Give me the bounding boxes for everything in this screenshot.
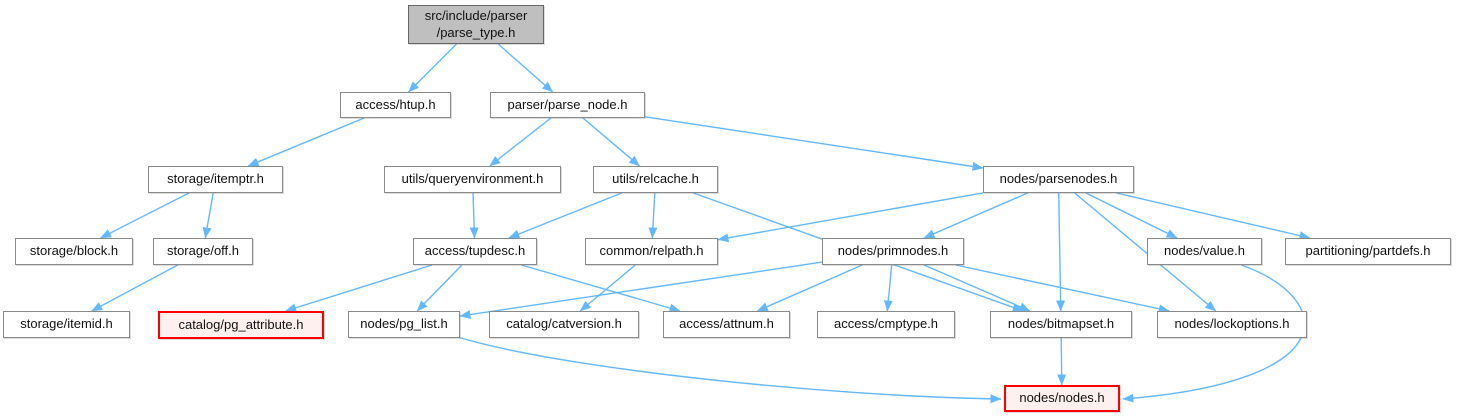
include-edge	[883, 264, 893, 312]
graph-node-primnodes[interactable]: nodes/primnodes.h	[822, 238, 964, 265]
include-edge	[247, 117, 365, 167]
include-edge	[202, 192, 214, 239]
include-edge	[648, 192, 658, 239]
include-edge	[582, 117, 641, 167]
include-edge	[489, 117, 552, 167]
graph-node-cmptype[interactable]: access/cmptype.h	[817, 311, 955, 338]
graph-node-relcache[interactable]: utils/relcache.h	[593, 166, 718, 193]
include-edge	[717, 192, 984, 243]
include-edge	[100, 192, 190, 239]
include-edge	[1056, 192, 1066, 312]
graph-node-parsenodes[interactable]: nodes/parsenodes.h	[983, 166, 1134, 193]
include-edge	[1122, 264, 1306, 403]
include-edge	[955, 264, 1170, 314]
graph-node-value[interactable]: nodes/value.h	[1147, 238, 1262, 265]
graph-node-pg_attribute[interactable]: catalog/pg_attribute.h	[158, 311, 324, 339]
graph-node-nodes[interactable]: nodes/nodes.h	[1004, 385, 1120, 412]
graph-node-htup[interactable]: access/htup.h	[340, 92, 451, 118]
include-edge	[508, 192, 622, 239]
include-edge	[1057, 337, 1067, 386]
include-edge	[416, 264, 463, 312]
graph-node-catversion[interactable]: catalog/catversion.h	[489, 311, 639, 338]
include-edge	[923, 264, 1031, 312]
graph-node-off[interactable]: storage/off.h	[153, 238, 253, 265]
include-edge	[756, 264, 863, 312]
graph-node-queryenv[interactable]: utils/queryenvironment.h	[384, 166, 561, 193]
graph-node-lockoptions[interactable]: nodes/lockoptions.h	[1157, 311, 1307, 338]
include-edge	[521, 264, 681, 313]
graph-node-tupdesc[interactable]: access/tupdesc.h	[413, 238, 537, 265]
graph-node-relpath[interactable]: common/relpath.h	[585, 238, 718, 265]
include-edge	[457, 336, 1002, 404]
graph-node-parse_type: src/include/parser /parse_type.h	[408, 5, 544, 44]
include-edge	[91, 264, 179, 312]
graph-node-itemptr[interactable]: storage/itemptr.h	[148, 166, 283, 193]
graph-node-parse_node[interactable]: parser/parse_node.h	[490, 92, 645, 118]
include-edge	[1116, 192, 1311, 241]
graph-node-itemid[interactable]: storage/itemid.h	[3, 311, 130, 338]
include-edge	[644, 116, 984, 171]
include-edge	[285, 264, 433, 313]
graph-node-partdefs[interactable]: partitioning/partdefs.h	[1285, 238, 1451, 265]
include-edge	[1085, 192, 1178, 239]
graph-node-pg_list[interactable]: nodes/pg_list.h	[348, 311, 460, 338]
include-edge	[459, 261, 823, 320]
include-edge	[1074, 192, 1217, 312]
graph-node-attnum[interactable]: access/attnum.h	[663, 311, 790, 338]
graph-node-bitmapset[interactable]: nodes/bitmapset.h	[990, 311, 1132, 338]
include-edge	[579, 264, 636, 312]
include-edge	[497, 43, 554, 93]
graph-node-block[interactable]: storage/block.h	[15, 238, 133, 265]
include-edge	[408, 43, 457, 93]
include-edge	[923, 192, 1028, 239]
include-edge	[469, 192, 479, 239]
